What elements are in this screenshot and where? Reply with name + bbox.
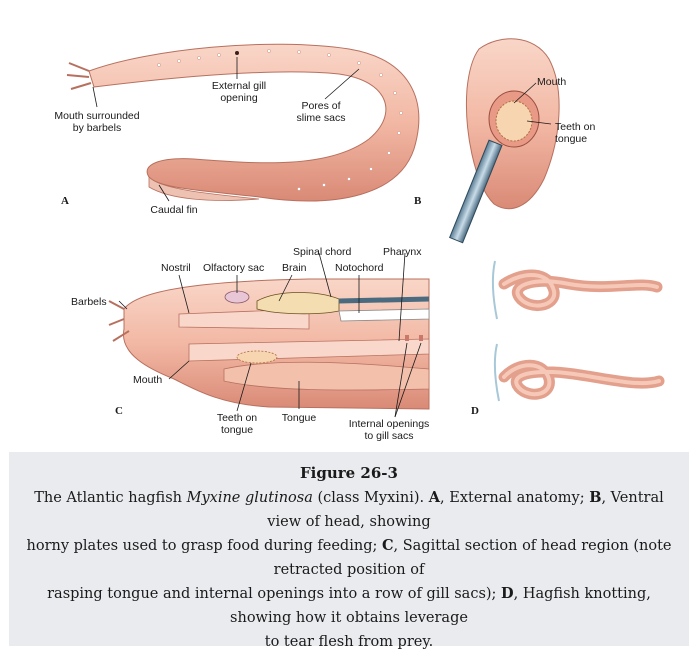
label-caudal-fin: Caudal fin [150,204,197,216]
caption-letter-a: A [428,489,441,506]
notochord [338,308,430,322]
spinal-cord [338,296,430,304]
knotted-hagfish-2-highlight [502,363,661,396]
probe-instrument [449,139,503,244]
surface-upper [491,260,498,320]
panel-b: Mouth Teeth on tongue B [414,38,595,244]
label-internal-openings: Internal openings [349,418,430,430]
slime-pores [157,49,403,191]
caption-intro: The Atlantic hagfish [34,490,182,506]
label-b-mouth: Mouth [537,76,566,88]
caption-letter-c: C [381,537,394,554]
teeth-on-tongue [495,100,533,142]
knotted-hagfish-2 [498,359,665,400]
caption-letter-b: B [589,489,602,506]
label-pores-of: Pores of [301,100,340,112]
label-opening: opening [220,92,258,104]
label-slime-sacs: slime sacs [296,112,345,124]
caption-species: Myxine glutinosa [186,490,313,506]
section-barbels [108,300,130,342]
caption-b-text: , Ventral view of head, showing [267,490,664,530]
knotted-hagfish-1-highlight [502,272,659,308]
label-pharynx: Pharynx [383,246,422,258]
external-gill-opening [235,51,239,55]
figure-caption: Figure 26-3 The Atlantic hagfish Myxine … [9,452,689,650]
panel-letter-b: B [414,195,422,207]
panel-d: D [471,260,665,417]
label-b-teeth: Teeth on [555,121,595,133]
teeth-on-tongue-c [236,350,278,364]
panel-a: Mouth surrounded by barbels External gil… [54,43,420,216]
gill-openings [405,335,423,341]
caption-line-2: horny plates used to grasp food during f… [26,538,378,554]
label-olfactory-sac: Olfactory sac [203,262,264,274]
caudal-fin [148,175,260,201]
hagfish-body [88,43,420,202]
surface-lower [493,343,500,402]
label-mouth-surrounded: Mouth surrounded [54,110,139,122]
brain [256,292,340,315]
panel-letter-c: C [115,405,123,417]
caption-letter-d: D [501,585,514,602]
label-c-mouth: Mouth [133,374,162,386]
panel-c: Spinal chord Pharynx Nostril Olfactory s… [71,246,430,442]
label-notochord: Notochord [335,262,384,274]
knotted-hagfish-1 [498,269,663,311]
label-by-barbels: by barbels [73,122,121,134]
tongue [223,361,430,391]
barbels [66,62,92,90]
label-to-gill-sacs: to gill sacs [364,430,413,442]
label-c-tongue-2: tongue [221,424,253,436]
label-tongue: Tongue [282,412,317,424]
label-b-tongue: tongue [555,133,587,145]
label-external-gill: External gill [212,80,266,92]
label-spinal-chord: Spinal chord [293,246,352,258]
caption-text: The Atlantic hagfish Myxine glutinosa (c… [23,486,675,654]
caption-a-text: , External anatomy; [440,490,585,506]
panel-letter-d: D [471,405,479,417]
label-brain: Brain [282,262,307,274]
label-nostril: Nostril [161,262,191,274]
hagfish-anatomy-diagram: Mouth surrounded by barbels External gil… [54,38,665,442]
label-barbels: Barbels [71,296,107,308]
caption-line-4: to tear flesh from prey. [264,634,434,650]
figure-title: Figure 26-3 [300,464,398,482]
label-c-teeth: Teeth on [217,412,257,424]
caption-line-3: rasping tongue and internal openings int… [47,586,497,602]
caption-class: (class Myxini). [317,490,425,506]
panel-letter-a: A [61,195,69,207]
figure-illustration: Mouth surrounded by barbels External gil… [9,9,689,452]
caption-d-text: , Hagfish knotting, showing how it obtai… [230,586,651,626]
caption-c-text: , Sagittal section of head region (note … [273,538,672,578]
